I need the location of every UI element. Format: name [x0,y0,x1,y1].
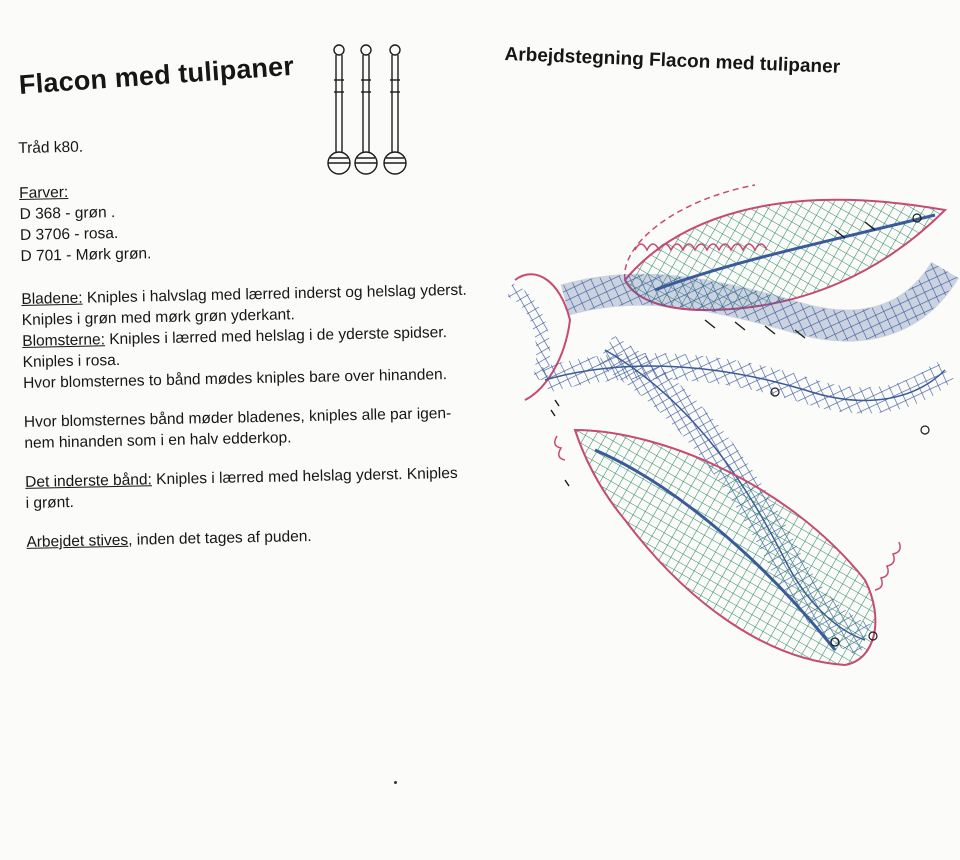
bobbin-icon [327,44,351,175]
page-title: Flacon med tulipaner [18,50,295,100]
inner-band-text: Kniples i lærred med helslag yderst. Kni… [151,464,458,489]
speck [394,781,397,784]
picot-edge [554,243,901,591]
flowers-label: Blomsterne: [22,331,106,350]
flower-left [506,273,572,401]
instructions: Tråd k80. Farver: D 368 - grøn . D 3706 … [18,128,512,553]
band-main [541,261,959,414]
diagram-title: Arbejdstegning Flacon med tulipaner [504,44,841,78]
inner-band-label: Det inderste bånd: [25,471,153,491]
leaves-label: Bladene: [21,289,83,308]
bobbins-illustration [327,44,407,175]
bobbin-icon [383,44,407,175]
finish-text: , inden det tages af puden. [127,527,312,549]
leaf-bottom [573,428,877,667]
pin-marks [550,221,876,487]
pin-holes [770,213,930,647]
working-diagram [506,184,959,667]
bobbin-icon [354,44,378,175]
finish-label: Arbejdet stives [26,531,129,551]
